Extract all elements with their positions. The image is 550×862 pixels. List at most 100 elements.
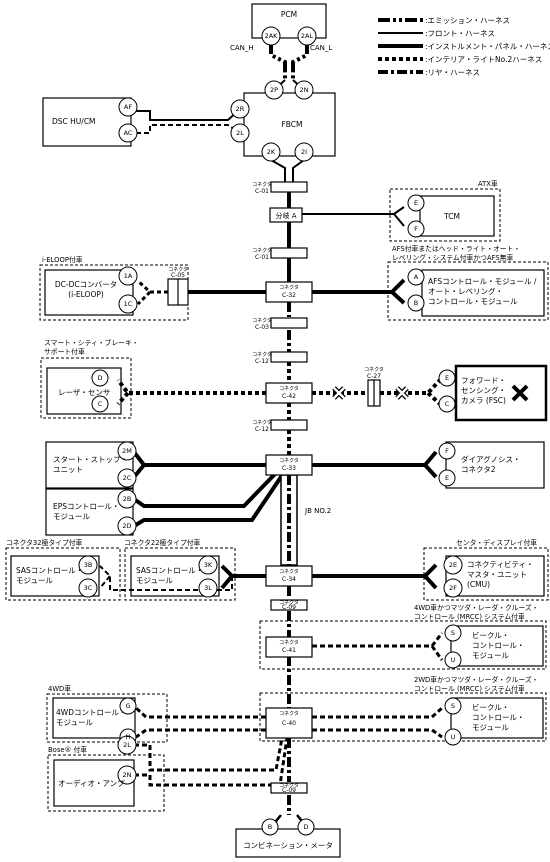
connector-c41 bbox=[265, 636, 313, 658]
legend-instrument-label: :インストルメント・パネル・ハーネス bbox=[425, 42, 550, 51]
fourwd-box bbox=[52, 697, 136, 739]
afs-label-2: オート・レベリング・ bbox=[428, 286, 503, 296]
svg-text:コネクタ: コネクタ bbox=[279, 568, 299, 575]
fourwd-cond: 4WD車 bbox=[48, 684, 71, 693]
svg-text:3L: 3L bbox=[204, 584, 212, 592]
tcm-box bbox=[419, 195, 495, 237]
diag-label-1: ダイアグノシス・ bbox=[461, 454, 520, 464]
svg-text:2F: 2F bbox=[449, 584, 457, 592]
connector-c09a bbox=[270, 599, 308, 611]
eloop-label: i-ELOOP付車 bbox=[42, 255, 83, 264]
module-boxes bbox=[10, 3, 548, 858]
svg-text:コネクタ: コネクタ bbox=[279, 284, 299, 291]
svg-text:2E: 2E bbox=[449, 561, 457, 569]
svg-text:コネクタ: コネクタ bbox=[252, 317, 272, 324]
vcm2-box bbox=[450, 697, 544, 739]
connector-c32 bbox=[265, 281, 313, 303]
laser-box bbox=[46, 367, 122, 415]
condition-frames bbox=[5, 188, 549, 812]
svg-text:D: D bbox=[97, 374, 102, 382]
svg-text:2N: 2N bbox=[123, 771, 132, 779]
c12a-label: C-12 bbox=[255, 358, 269, 365]
svg-text:コネクタ: コネクタ bbox=[279, 710, 299, 717]
afs-box bbox=[421, 269, 545, 317]
svg-text:コネクタ: コネクタ bbox=[252, 351, 272, 358]
afs-label-1: AFSコントロール・モジュール / bbox=[428, 277, 537, 286]
cmu-label-3: (CMU) bbox=[467, 580, 490, 589]
disconnect-marker-1 bbox=[334, 388, 344, 398]
pcm-box bbox=[251, 3, 327, 39]
svg-text:2M: 2M bbox=[122, 447, 132, 455]
c09b-label: C-09 bbox=[282, 787, 296, 794]
wires bbox=[99, 42, 444, 827]
connector-bars bbox=[167, 181, 381, 794]
c33-label: C-33 bbox=[282, 465, 296, 472]
svg-text:AC: AC bbox=[124, 129, 133, 137]
svg-text:E: E bbox=[445, 374, 449, 382]
connector-c09b bbox=[270, 782, 308, 794]
svg-text:G: G bbox=[125, 702, 130, 710]
dcdc-label-2: (i-ELOOP) bbox=[68, 290, 104, 299]
fsc-label-2: センシング・ bbox=[461, 385, 506, 395]
dcdc-label-1: DC-DCコンバータ bbox=[55, 280, 117, 289]
startstop-label-2: ユニット bbox=[53, 465, 83, 474]
vcm1-label-1: ビークル・ bbox=[472, 631, 509, 640]
svg-text:コネクタ: コネクタ bbox=[364, 366, 384, 373]
c34-label: C-34 bbox=[282, 576, 296, 583]
sas22-box bbox=[130, 555, 220, 597]
vcm2-label-2: コントロール・ bbox=[472, 713, 525, 722]
startstop-label-1: スタート・ストップ・ bbox=[53, 455, 128, 464]
svg-text:コネクタ: コネクタ bbox=[279, 457, 299, 464]
svg-text:2AL: 2AL bbox=[301, 32, 314, 40]
meter-label: コンビネーション・メータ bbox=[243, 841, 333, 850]
bose-cond: Bose® 付車 bbox=[48, 745, 87, 754]
connector-c40 bbox=[265, 707, 313, 739]
vcm1-box bbox=[450, 625, 544, 667]
tcm-label: TCM bbox=[443, 212, 460, 221]
connector-c12b bbox=[270, 419, 308, 431]
svg-text:B: B bbox=[414, 299, 418, 307]
condition-labels: ATX車 AFS付車またはヘッド・ライト・オート・ レベリング・システム付車かつ… bbox=[6, 179, 538, 754]
svg-text:コネクタ: コネクタ bbox=[279, 599, 299, 606]
svg-text:コネクタ: コネクタ bbox=[252, 181, 272, 188]
svg-text:H: H bbox=[126, 733, 131, 741]
svg-text:U: U bbox=[451, 656, 456, 664]
vcm2-label-1: ビークル・ bbox=[472, 703, 509, 712]
svg-text:2P: 2P bbox=[270, 86, 278, 94]
fsc-box bbox=[454, 364, 548, 422]
svg-text:E: E bbox=[445, 474, 449, 482]
svg-text:1C: 1C bbox=[124, 300, 133, 308]
legend: :エミッション・ハーネス :フロント・ハーネス :インストルメント・パネル・ハー… bbox=[378, 16, 550, 77]
legend-rear-label: :リヤ・ハーネス bbox=[425, 68, 480, 77]
sas32-cond: コネクタ32極タイプ付車 bbox=[6, 538, 83, 547]
diag-box bbox=[445, 441, 545, 489]
svg-text:U: U bbox=[451, 733, 456, 741]
svg-text:F: F bbox=[414, 225, 418, 233]
eps-label-1: EPSコントロール・ bbox=[53, 502, 120, 511]
svg-text:2D: 2D bbox=[122, 522, 131, 530]
meter-box bbox=[235, 828, 341, 858]
connector-c34 bbox=[265, 565, 313, 587]
connector-c33 bbox=[265, 454, 313, 476]
svg-text:2L: 2L bbox=[236, 129, 244, 137]
svg-text:コネクタ: コネクタ bbox=[279, 782, 299, 789]
pins bbox=[78, 26, 463, 836]
sas32-box bbox=[10, 555, 100, 597]
svg-text:2B: 2B bbox=[123, 495, 132, 503]
svg-text:D: D bbox=[303, 823, 308, 831]
eps-box bbox=[45, 488, 134, 536]
diag-label-2: コネクタ2 bbox=[461, 465, 496, 474]
fsc-label-1: フォワード・ bbox=[461, 376, 506, 385]
fourwd-label-1: 4WDコントロール・ bbox=[56, 708, 126, 717]
c42-label: C-42 bbox=[282, 393, 296, 400]
mrcc2-cond-2: コントロール (MRCC) システム付車 bbox=[414, 684, 525, 693]
fsc-x-mark bbox=[511, 384, 529, 402]
c01b-label: C-01 bbox=[255, 254, 269, 261]
connector-c42 bbox=[265, 382, 313, 404]
sas22-label-2: モジュール bbox=[136, 576, 173, 585]
c12b-label: C-12 bbox=[255, 426, 269, 433]
can-l-label: CAN_L bbox=[310, 44, 332, 52]
svg-text:コネクタ: コネクタ bbox=[252, 247, 272, 254]
